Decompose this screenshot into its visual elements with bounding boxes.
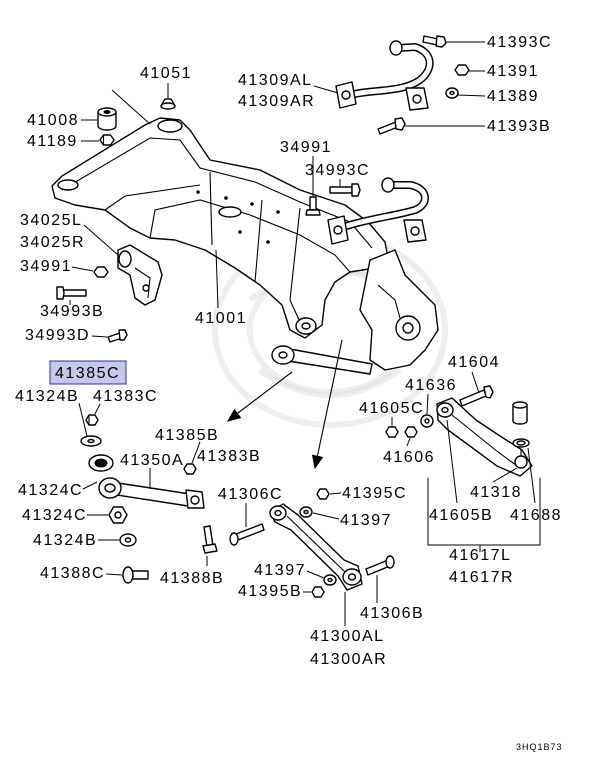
arm-41617 bbox=[436, 397, 533, 477]
bolt-41393B bbox=[377, 117, 406, 135]
callout-41604[interactable]: 41604 bbox=[448, 354, 500, 371]
bolt-41393C bbox=[422, 35, 447, 48]
stabilizer-bar-41309 bbox=[335, 40, 434, 111]
callout-41395B[interactable]: 41395B bbox=[238, 583, 302, 600]
upper-link-rod bbox=[271, 345, 373, 375]
callout-34991-upper[interactable]: 34991 bbox=[280, 139, 332, 156]
callout-41393C[interactable]: 41393C bbox=[487, 34, 552, 51]
callout-41617L[interactable]: 41617L bbox=[449, 547, 511, 564]
bolt-34991-upper bbox=[305, 196, 321, 216]
direction-arrow-down bbox=[311, 339, 343, 470]
bolt-41388B bbox=[202, 525, 218, 554]
lower-arm-41300 bbox=[269, 503, 363, 591]
nut-41395B bbox=[311, 586, 325, 598]
callout-41300AL[interactable]: 41300AL bbox=[310, 628, 385, 645]
bolt-34993B bbox=[56, 286, 87, 300]
callout-41391[interactable]: 41391 bbox=[487, 63, 539, 80]
nut-41605C bbox=[385, 426, 399, 438]
callout-41688[interactable]: 41688 bbox=[510, 507, 562, 524]
bolt-41388C bbox=[122, 566, 149, 584]
callout-41350A[interactable]: 41350A bbox=[120, 452, 184, 469]
nut-41189 bbox=[99, 134, 115, 146]
callout-41324C-upper[interactable]: 41324C bbox=[18, 482, 83, 499]
callout-41397-lower[interactable]: 41397 bbox=[254, 562, 306, 579]
nut-41395C bbox=[316, 488, 330, 500]
callout-41617R[interactable]: 41617R bbox=[449, 569, 514, 586]
callout-34993D[interactable]: 34993D bbox=[25, 327, 90, 344]
callout-41189[interactable]: 41189 bbox=[27, 133, 78, 150]
callout-41324B-lower[interactable]: 41324B bbox=[33, 532, 97, 549]
callout-41383B[interactable]: 41383B bbox=[197, 448, 261, 465]
callout-41397-upper[interactable]: 41397 bbox=[340, 512, 392, 529]
callout-34991-lower[interactable]: 34991 bbox=[20, 258, 72, 275]
callout-34025L[interactable]: 34025L bbox=[20, 212, 82, 229]
lower-stabilizer-bar bbox=[327, 177, 429, 245]
bolt-34993C bbox=[329, 183, 361, 197]
ball-joint-41318 bbox=[514, 450, 528, 469]
leader-lines bbox=[69, 41, 541, 626]
direction-arrow-left bbox=[226, 371, 293, 422]
washer-41389 bbox=[445, 87, 459, 99]
callout-41393B[interactable]: 41393B bbox=[487, 118, 551, 135]
callout-41001[interactable]: 41001 bbox=[195, 310, 247, 327]
bolt-41604 bbox=[459, 385, 494, 407]
callout-41324B-upper[interactable]: 41324B bbox=[15, 388, 79, 405]
ring-41688 bbox=[512, 438, 530, 448]
callout-41388B[interactable]: 41388B bbox=[160, 570, 224, 587]
callout-34993B[interactable]: 34993B bbox=[40, 303, 104, 320]
nut-34991-lower bbox=[93, 266, 109, 278]
callout-41636[interactable]: 41636 bbox=[405, 377, 457, 394]
bushing-41605B bbox=[512, 401, 528, 425]
callout-41388C[interactable]: 41388C bbox=[40, 565, 105, 582]
callout-34025R[interactable]: 34025R bbox=[20, 234, 85, 251]
nut-41383C bbox=[85, 414, 99, 426]
crossmember-41001 bbox=[51, 117, 389, 339]
washer-41397-lower bbox=[323, 574, 337, 586]
callout-41395C[interactable]: 41395C bbox=[342, 485, 407, 502]
bolt-41306B bbox=[365, 555, 395, 576]
bolt-41306C bbox=[229, 523, 265, 546]
nut-41383B bbox=[183, 463, 197, 475]
highlight-box-41385C bbox=[49, 360, 127, 385]
bolt-34993D bbox=[107, 329, 128, 343]
callout-41324C-lower[interactable]: 41324C bbox=[22, 507, 87, 524]
bushing-41324C-upper bbox=[88, 454, 114, 472]
callout-41309AR[interactable]: 41309AR bbox=[238, 93, 315, 110]
callout-labels: 41051 41008 41189 41309AL 41309AR 41393C… bbox=[15, 34, 562, 668]
rear-knuckle bbox=[359, 249, 439, 371]
callout-41385B[interactable]: 41385B bbox=[155, 427, 219, 444]
callout-34993C[interactable]: 34993C bbox=[305, 162, 370, 179]
washer-41636 bbox=[420, 414, 434, 428]
callout-41383C[interactable]: 41383C bbox=[93, 388, 158, 405]
washer-41051 bbox=[160, 98, 176, 110]
figure-code: 3HQ1B73 bbox=[516, 742, 563, 752]
callout-41385C[interactable]: 41385C bbox=[55, 365, 120, 382]
callout-41306B[interactable]: 41306B bbox=[360, 605, 424, 622]
washer-41324B-upper bbox=[80, 435, 102, 447]
nut-41391 bbox=[454, 64, 470, 76]
callout-41008[interactable]: 41008 bbox=[27, 112, 79, 129]
callout-41309AL[interactable]: 41309AL bbox=[238, 72, 313, 89]
lower-arm-41350A bbox=[98, 477, 205, 509]
callout-41051[interactable]: 41051 bbox=[140, 65, 192, 82]
callout-41389[interactable]: 41389 bbox=[487, 88, 539, 105]
washer-41324C-lower bbox=[108, 506, 128, 524]
callout-41605B[interactable]: 41605B bbox=[429, 507, 493, 524]
washer-41324B-lower bbox=[119, 533, 137, 547]
bracket-34025 bbox=[117, 244, 163, 306]
callout-41605C[interactable]: 41605C bbox=[359, 400, 424, 417]
callout-41306C[interactable]: 41306C bbox=[218, 486, 283, 503]
washer-41397-upper bbox=[299, 506, 313, 518]
callout-41318[interactable]: 41318 bbox=[470, 484, 522, 501]
callout-41606[interactable]: 41606 bbox=[383, 449, 435, 466]
callout-41300AR[interactable]: 41300AR bbox=[310, 651, 387, 668]
bushing-41008 bbox=[97, 107, 117, 131]
nut-41606 bbox=[404, 426, 418, 438]
